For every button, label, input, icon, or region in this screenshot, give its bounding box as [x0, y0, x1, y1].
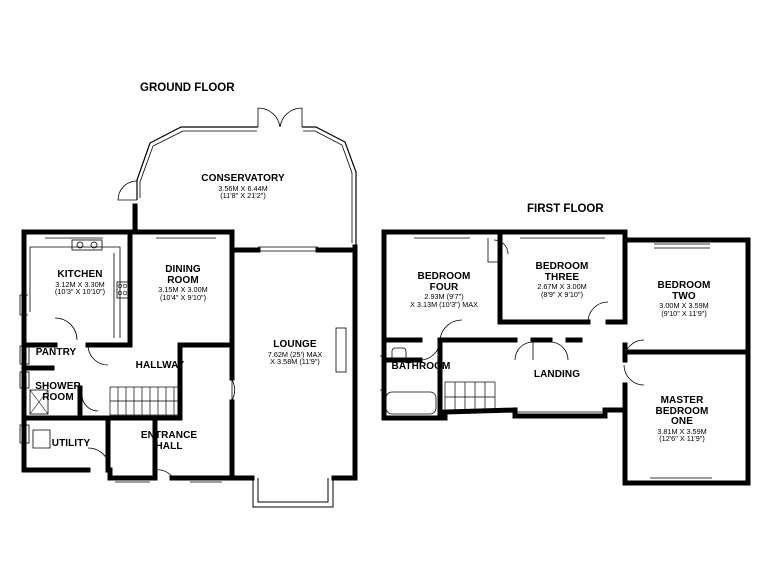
fireplace: [335, 327, 347, 373]
room-label-bedroom-four: BEDROOM FOUR 2.93M (9'7") X 3.13M (10'3"…: [409, 271, 479, 309]
utility-sink: [32, 429, 51, 449]
room-label-dining-room: DINING ROOM 3.15M X 3.00M (10'4" X 9'10"…: [158, 264, 208, 302]
room-label-bathroom: BATHROOM: [391, 361, 451, 372]
lounge-bay-window: [252, 478, 334, 508]
shower-tray: [29, 389, 49, 415]
room-label-kitchen: KITCHEN 3.12M X 3.30M (10'3" X 10'10"): [54, 269, 106, 297]
room-label-master-bedroom-one: MASTER BEDROOM ONE 3.81M X 3.59M (12'6" …: [655, 395, 709, 444]
kitchen-units: [29, 246, 121, 338]
ground-floor-title: GROUND FLOOR: [140, 82, 235, 94]
room-label-bedroom-two: BEDROOM TWO 3.00M X 3.59M (9'10" X 11'9"…: [657, 280, 711, 318]
first-outer-wall: [381, 229, 751, 486]
room-label-hallway: HALLWAY: [135, 360, 185, 371]
first-stairs: [444, 381, 496, 413]
conservatory-doors: [257, 107, 303, 128]
room-label-entrance-hall: ENTRANCE HALL: [140, 430, 198, 452]
room-label-landing: LANDING: [533, 369, 581, 380]
first-floor-title: FIRST FLOOR: [527, 203, 604, 215]
room-label-pantry: PANTRY: [35, 347, 77, 358]
bath: [385, 391, 437, 415]
room-label-bedroom-three: BEDROOM THREE 2.67M X 3.00M (8'9" X 9'10…: [535, 261, 589, 299]
room-label-conservatory: CONSERVATORY 3.56M X 6.44M (11'8" X 21'2…: [201, 173, 285, 201]
room-label-utility: UTILITY: [51, 438, 91, 449]
ground-outer-wall: [21, 203, 358, 481]
conservatory-side-door: [117, 180, 138, 201]
ground-stairs: [109, 386, 181, 416]
kitchen-sink: [71, 239, 103, 251]
room-label-shower-room: SHOWER ROOM: [35, 381, 81, 403]
room-label-lounge: LOUNGE 7.62M (25') MAX X 3.58M (11'9"): [267, 339, 323, 367]
